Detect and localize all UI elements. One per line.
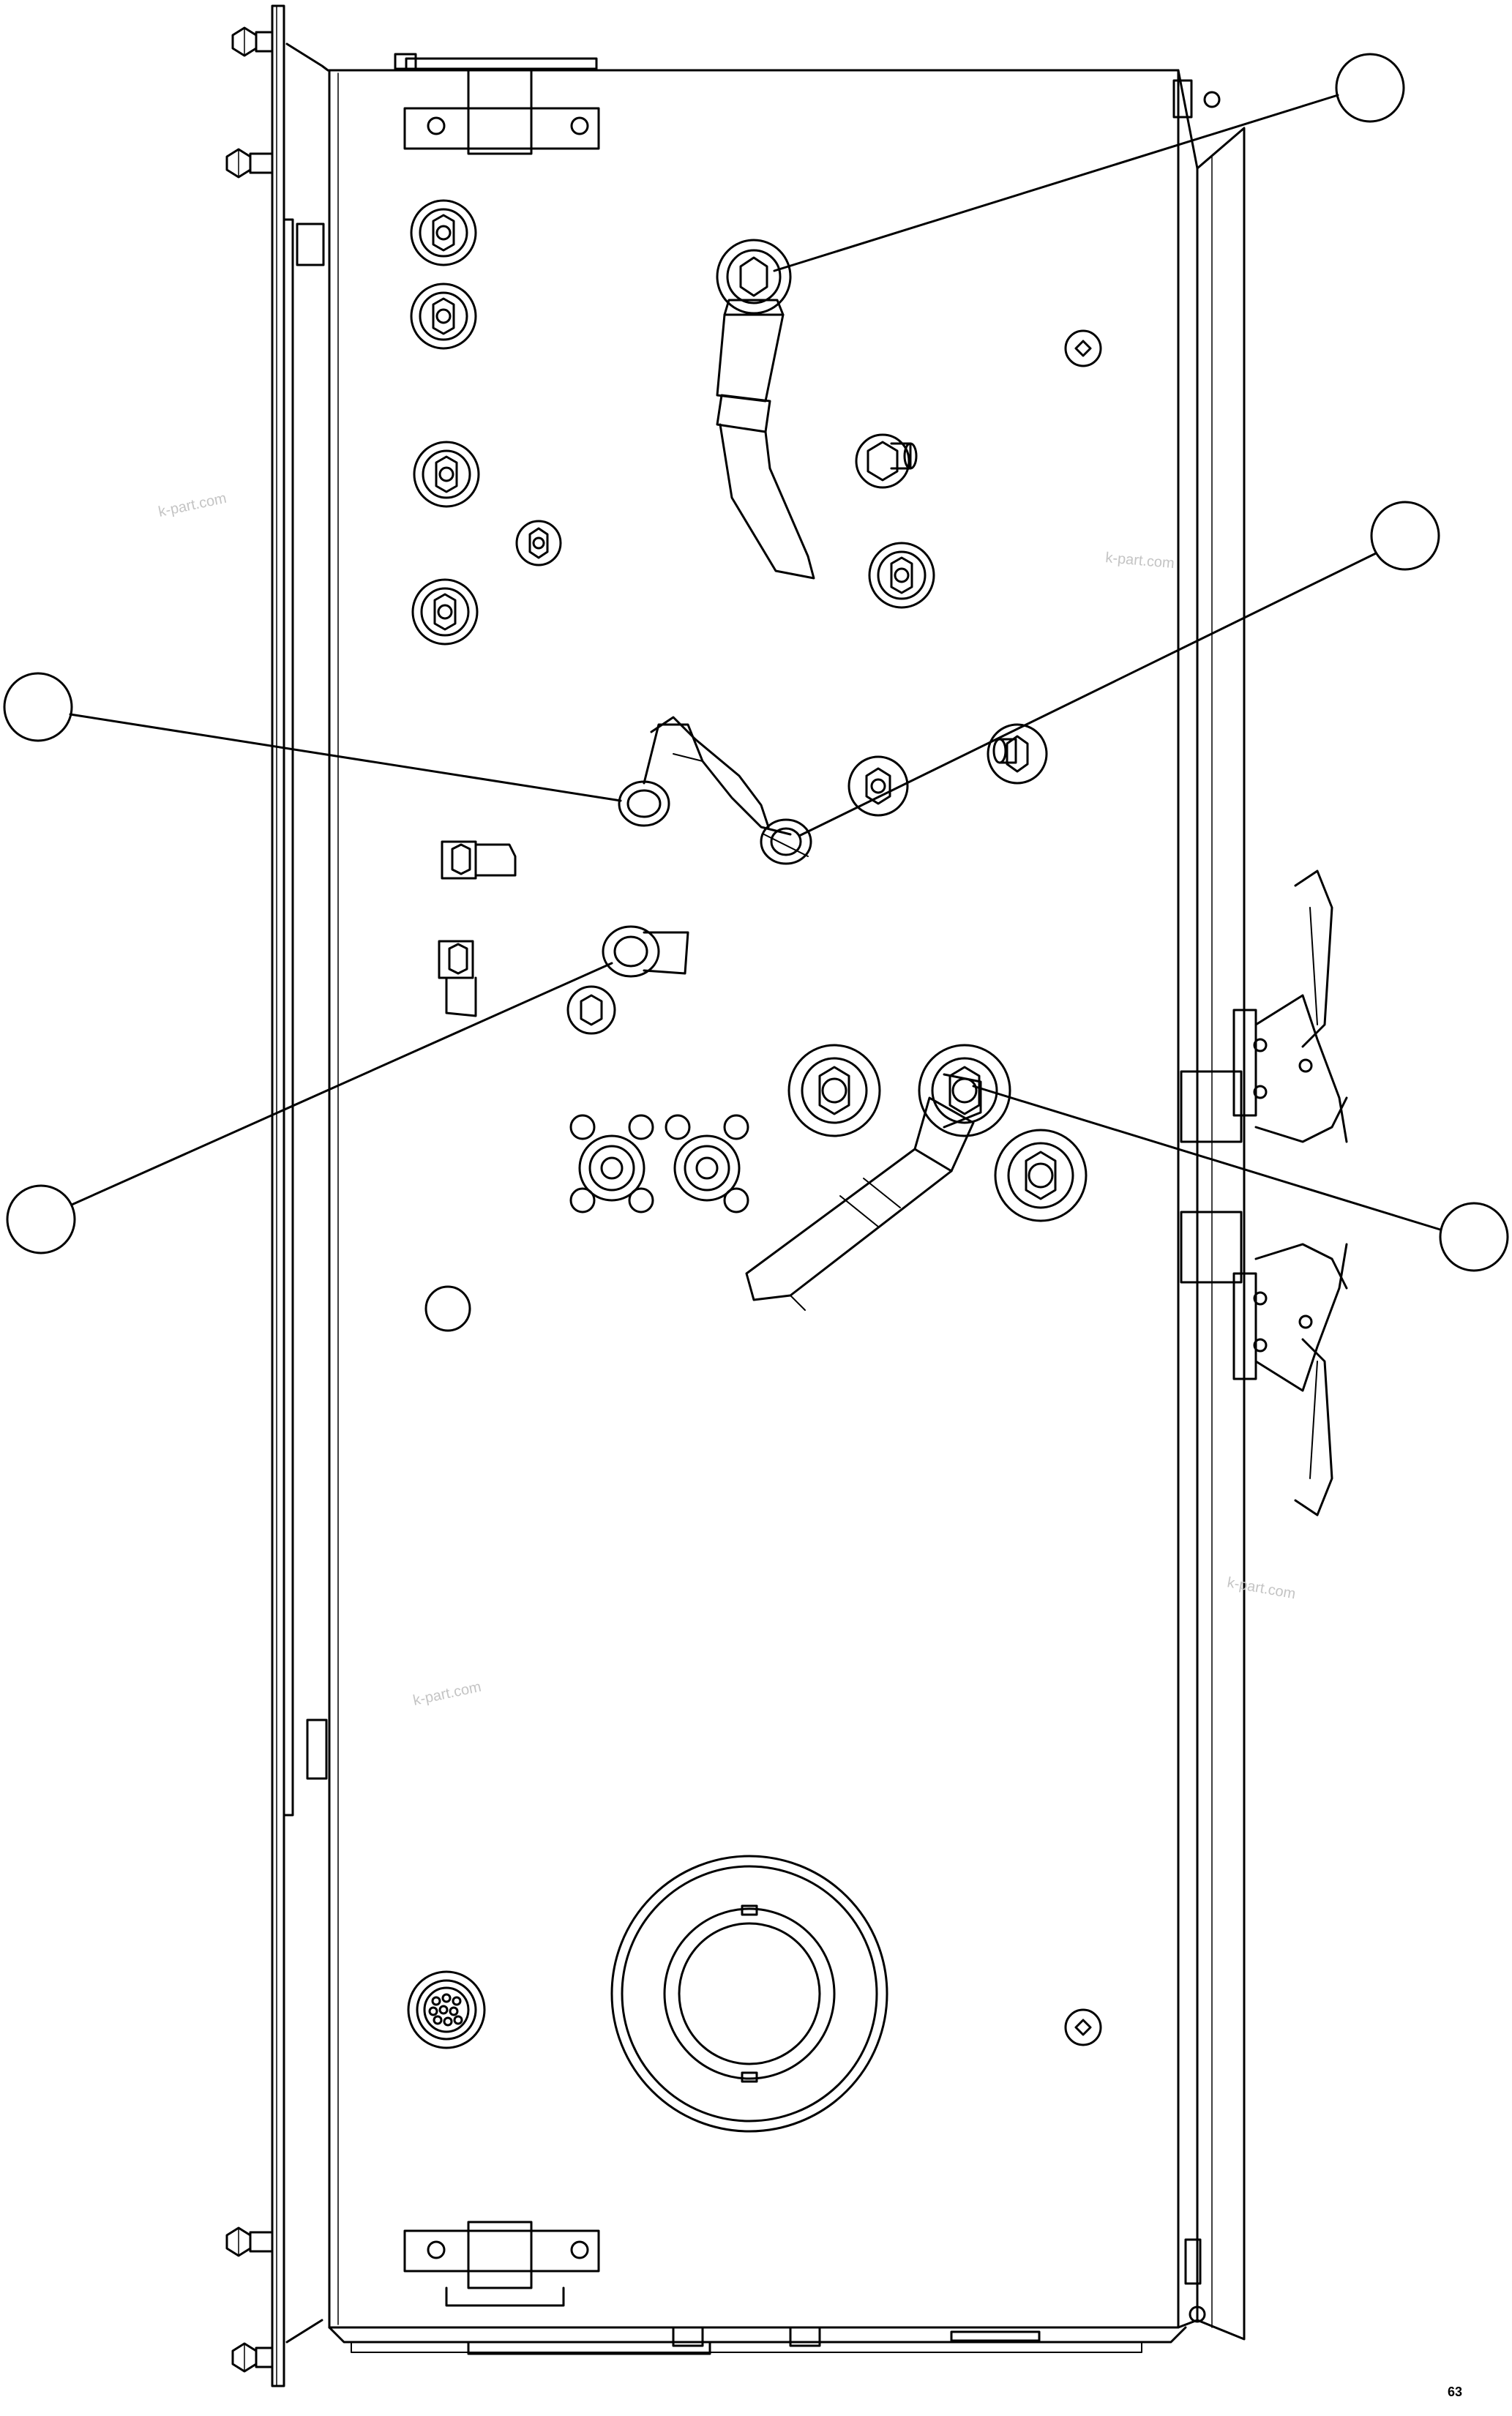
large-terminal-2 [918,1044,1011,1137]
cable-stub [602,925,689,978]
latch-upper [1180,869,1348,1143]
cap-stud-2 [987,723,1048,785]
bottom-edge-hardware [467,2326,1041,2355]
left-mounting-rail [271,4,329,2387]
main-panel [328,69,1246,2353]
nut-washer-3 [413,441,480,508]
panel-hole [424,1285,471,1332]
watermark-4: k-part.com [411,1679,482,1709]
nut-small-1 [515,520,562,566]
latch-lower [1180,1211,1348,1516]
multipin-connector [407,1970,486,2049]
top-right-fasteners [1172,79,1221,2323]
square-fastener-1 [1064,329,1102,367]
stud-group-right [665,1114,749,1213]
callout-upper-right[interactable] [798,501,1440,837]
nut-washer-1 [410,199,477,266]
rail-tab [296,222,325,266]
cap-stud-1 [855,433,918,489]
callout-left-lower[interactable] [6,962,613,1254]
nut-washer-5 [868,542,935,609]
nut-washer-6 [847,755,909,817]
rail-bolt-lower [225,2226,274,2257]
elbow-connector-2 [438,940,477,1017]
page-mark: 63 [1448,2385,1462,2399]
callout-top-right[interactable] [773,53,1405,272]
callout-right-lower[interactable] [972,1085,1509,1272]
circular-port [610,1855,888,2133]
elbow-connector-1 [441,840,517,880]
watermark-2: k-part.com [1105,550,1175,572]
rail-clip-lower [306,1718,328,1780]
watermark-3: k-part.com [1226,1574,1297,1602]
square-fastener-2 [1064,2008,1102,2046]
watermark-1: k-part.com [157,490,228,520]
middle-cable-assembly [618,716,812,865]
rail-bolt-upper [225,148,274,179]
lower-cable [745,1073,982,1311]
upper-cable [716,239,815,580]
nut-washer-2 [410,283,477,350]
large-terminal-1 [787,1044,881,1137]
nut-small-2 [566,985,616,1035]
callout-left-middle[interactable] [3,672,622,802]
bottom-hinge-bracket [403,2221,600,2307]
stud-group-left [569,1114,654,1213]
rail-bolt-top [231,26,274,57]
top-hinge-bracket [394,53,600,155]
large-terminal-3 [994,1129,1088,1222]
nut-washer-4 [411,578,479,646]
rail-bolt-bottom [231,2342,274,2373]
